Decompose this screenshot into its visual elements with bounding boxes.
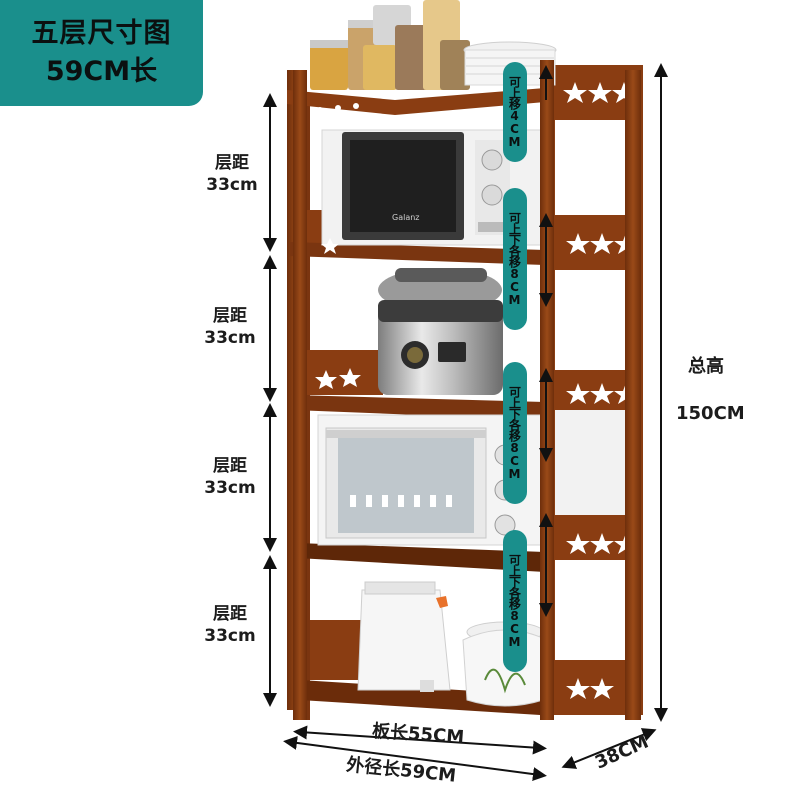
adjust-pill-1: 可上移4CM <box>503 62 527 162</box>
back-panel <box>303 350 383 395</box>
gap-label-value: 33cm <box>204 626 256 646</box>
pressure-cooker <box>378 268 503 395</box>
adjust-pill-text: 可上下各移8CM <box>507 386 522 480</box>
gap-label-text: 层距 <box>213 456 247 476</box>
back-panel <box>310 620 365 680</box>
gap-label-2: 层距 33cm <box>190 305 270 349</box>
gap-label-3: 层距 33cm <box>190 455 270 499</box>
title-line-2: 59CM长 <box>45 56 158 87</box>
shelves <box>287 88 545 715</box>
gap-label-value: 33cm <box>204 478 256 498</box>
total-height-label: 总高 <box>688 356 724 377</box>
gap-label-1: 层距 33cm <box>192 152 272 196</box>
microwave-brand-label: Galanz <box>392 213 420 222</box>
hooks <box>317 103 359 113</box>
bottom-arrows <box>283 725 657 782</box>
gap-label-value: 33cm <box>204 328 256 348</box>
gap-label-4: 层距 33cm <box>190 603 270 647</box>
adjust-pill-text: 可上移4CM <box>507 76 522 148</box>
adjust-pill-2: 可上下各移8CM <box>503 188 527 330</box>
title-line-1: 五层尺寸图 <box>31 18 172 49</box>
adjust-pill-text: 可上下各移8CM <box>507 554 522 648</box>
gap-label-text: 层距 <box>213 604 247 624</box>
gap-label-text: 层距 <box>213 306 247 326</box>
title-badge: 五层尺寸图 59CM长 <box>0 0 203 106</box>
microwave: Galanz <box>321 129 548 246</box>
gap-label-value: 33cm <box>206 175 258 195</box>
back-panel-stars <box>315 238 361 389</box>
total-height-value: 150CM <box>676 403 745 424</box>
gap-label-text: 层距 <box>215 153 249 173</box>
adjust-pill-text: 可上下各移8CM <box>507 212 522 306</box>
kettle <box>357 581 451 692</box>
adjust-pill-3: 可上下各移8CM <box>503 362 527 504</box>
adjust-pill-4: 可上下各移8CM <box>503 530 527 672</box>
